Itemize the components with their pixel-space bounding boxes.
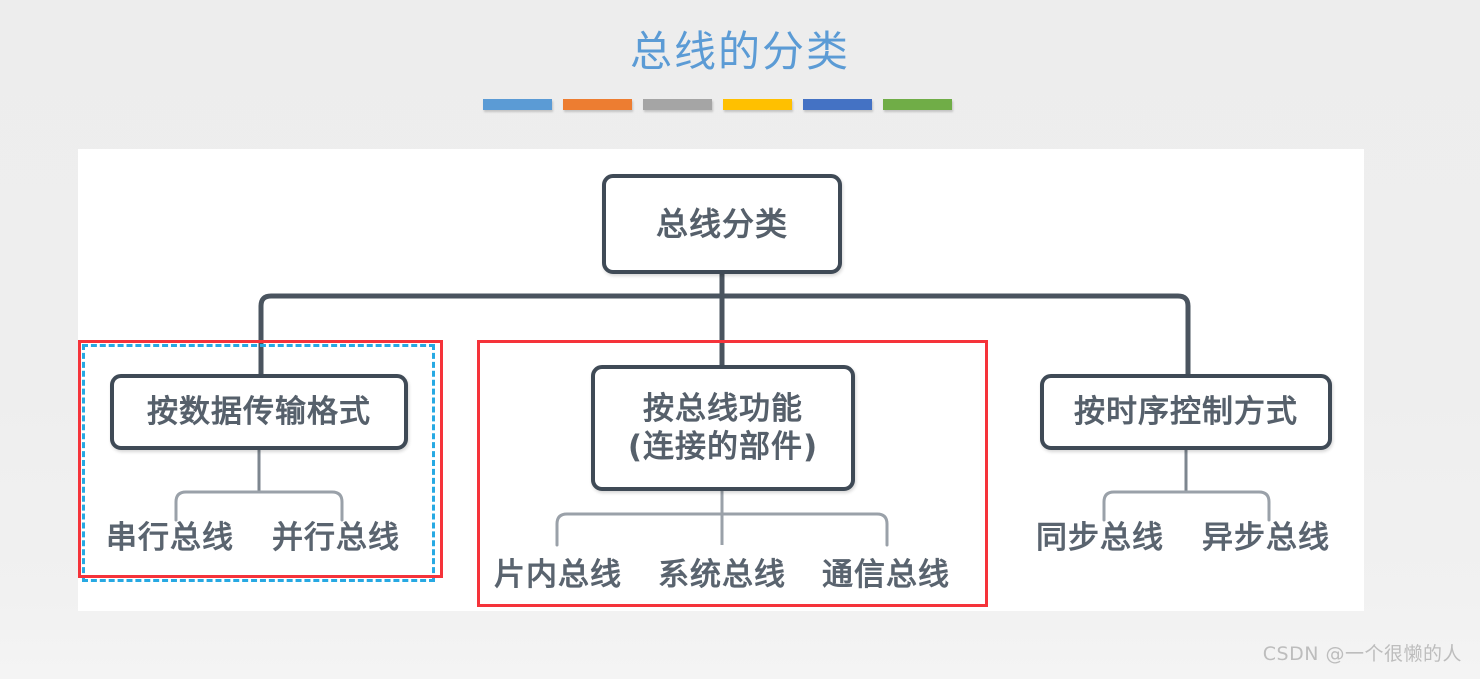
title-rule-segment-5 (803, 99, 872, 110)
title-rule-segment-6 (883, 99, 952, 110)
leaf-serial-bus[interactable]: 串行总线 (106, 520, 234, 556)
page-title: 总线的分类 (629, 27, 850, 76)
leaf-system-bus[interactable]: 系统总线 (658, 557, 786, 593)
node-root[interactable]: 总线分类 (602, 174, 842, 274)
title-rule-segment-4 (723, 99, 792, 110)
title-rule-segment-2 (563, 99, 632, 110)
leaf-communication-bus[interactable]: 通信总线 (822, 557, 950, 593)
leaf-asynchronous-bus[interactable]: 异步总线 (1202, 520, 1330, 556)
leaf-parallel-bus[interactable]: 并行总线 (272, 520, 400, 556)
node-branch-timing-control-label: 按时序控制方式 (1074, 394, 1298, 430)
leaf-on-chip-bus[interactable]: 片内总线 (494, 557, 622, 593)
highlight-red-middle (477, 340, 988, 607)
node-root-label: 总线分类 (655, 205, 788, 243)
node-branch-bus-function-label: 按总线功能 (643, 391, 803, 427)
node-branch-timing-control[interactable]: 按时序控制方式 (1040, 374, 1332, 450)
csdn-watermark: CSDN @一个很懒的人 (1262, 643, 1462, 665)
title-rule-segment-3 (643, 99, 712, 110)
node-branch-data-format-label: 按数据传输格式 (147, 394, 371, 430)
leaf-synchronous-bus[interactable]: 同步总线 (1036, 520, 1164, 556)
node-branch-bus-function[interactable]: 按总线功能 (连接的部件) (591, 365, 855, 491)
title-rule-segment-1 (483, 99, 552, 110)
highlight-red-left (78, 340, 443, 578)
node-branch-bus-function-sublabel: (连接的部件) (627, 429, 819, 465)
node-branch-data-format[interactable]: 按数据传输格式 (110, 374, 408, 450)
title-accent-rule (483, 99, 953, 111)
highlight-blue-dashed-left (82, 344, 435, 582)
